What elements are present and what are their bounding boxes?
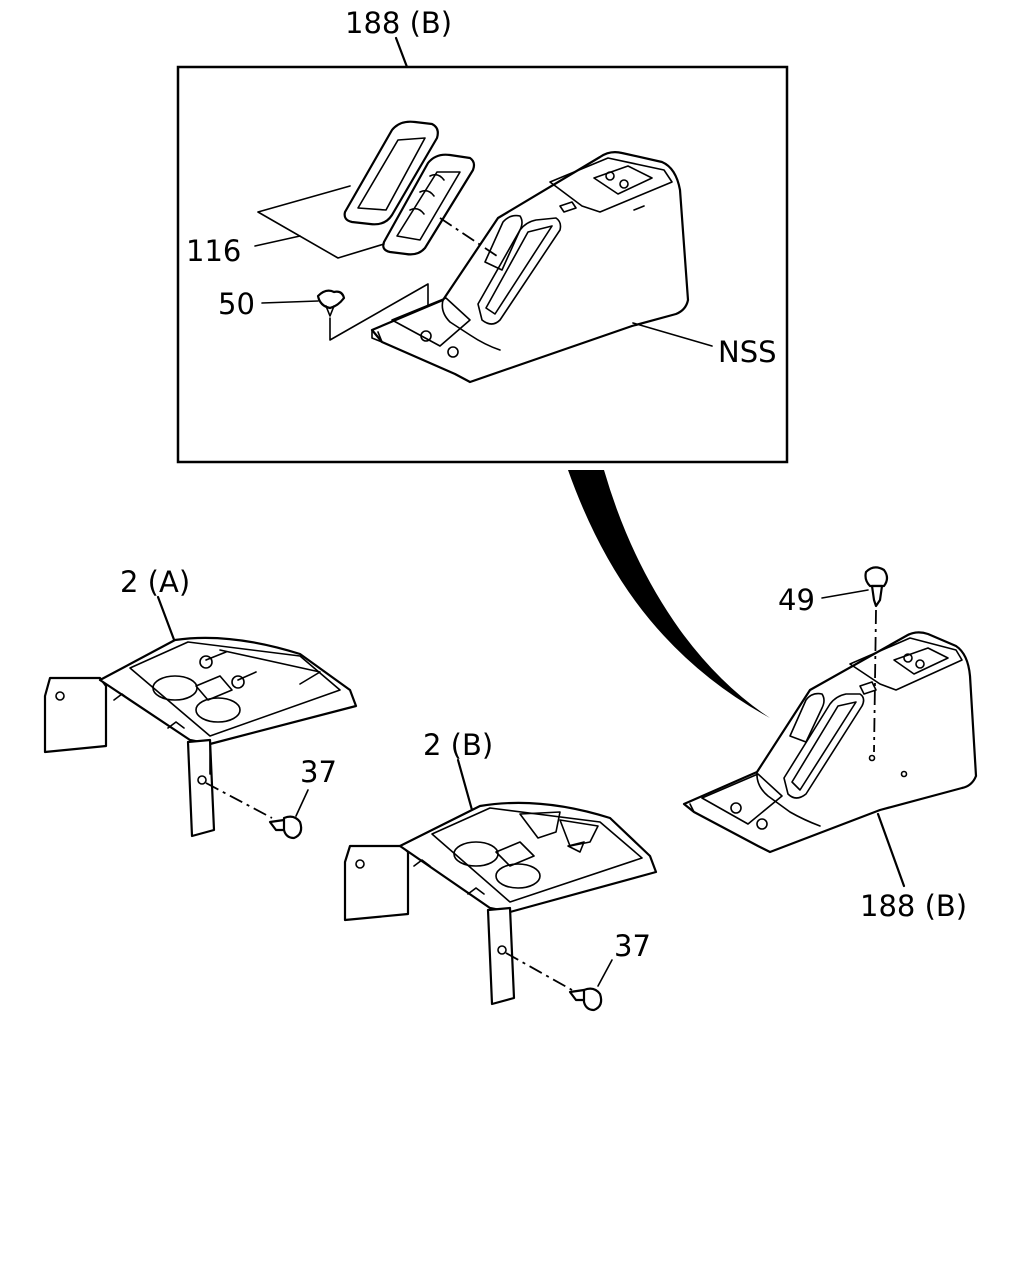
leader-2a <box>156 595 178 647</box>
bracket-2a <box>43 636 358 838</box>
curved-arrow <box>568 470 770 718</box>
label-188b-top: 188 (B) <box>345 6 452 40</box>
leader-2b <box>456 758 474 812</box>
leader-nss <box>632 322 713 347</box>
screw-49 <box>821 566 889 753</box>
console-nss <box>370 151 713 384</box>
label-37-b: 37 <box>614 929 651 963</box>
label-2a: 2 (A) <box>120 565 190 599</box>
label-49: 49 <box>778 583 815 617</box>
label-2b: 2 (B) <box>423 728 493 762</box>
leader-188b-top <box>394 36 409 69</box>
slot-cover-116 <box>254 120 476 259</box>
screw-37-b <box>505 952 613 1012</box>
screw-37-a <box>205 782 309 840</box>
label-nss: NSS <box>718 335 777 369</box>
leader-188b <box>876 812 906 888</box>
bracket-2b <box>343 801 658 1006</box>
clip-50 <box>261 283 429 341</box>
label-116: 116 <box>186 234 241 268</box>
leader-116 <box>254 235 301 247</box>
label-188b: 188 (B) <box>860 889 967 923</box>
label-37-a: 37 <box>300 755 337 789</box>
detail-box <box>176 65 789 464</box>
console-188b <box>682 631 978 854</box>
label-50: 50 <box>218 287 255 321</box>
